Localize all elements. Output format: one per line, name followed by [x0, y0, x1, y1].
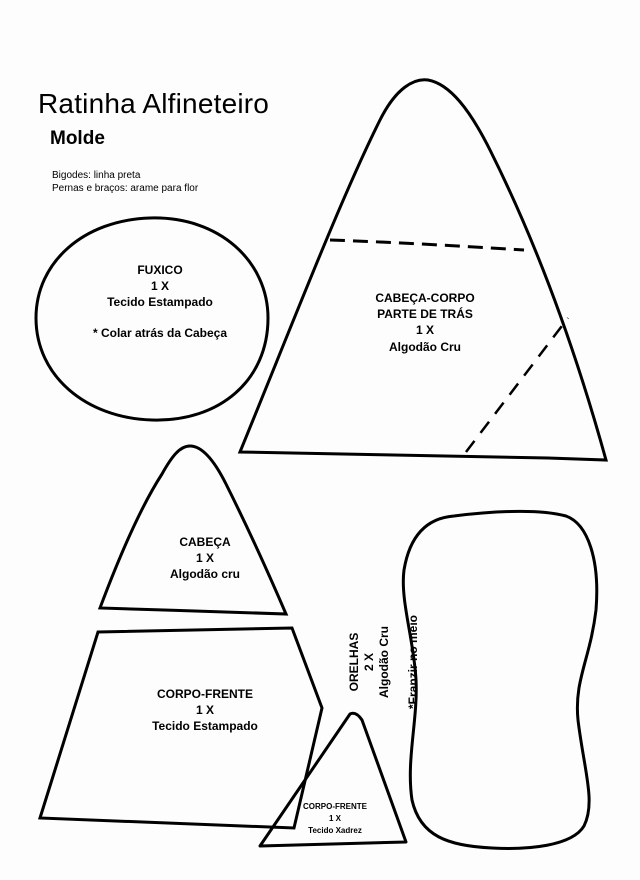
orelhas-outline — [401, 509, 599, 850]
corpo-frente-small-name: CORPO-FRENTE — [303, 802, 367, 811]
fuxico-circle-outline — [34, 216, 270, 422]
orelhas-name: ORELHAS — [347, 632, 361, 692]
cabeca-name: CABEÇA — [179, 535, 231, 549]
corpo-frente-small-label: CORPO-FRENTE 1 X Tecido Xadrez — [280, 801, 390, 837]
cabeca-corpo-dashed-fold — [465, 317, 569, 453]
corpo-frente-label: CORPO-FRENTE 1 X Tecido Estampado — [110, 686, 300, 735]
orelhas-label: ORELHAS 2 X Algodão Cru *Franzir no meio — [347, 562, 421, 762]
corpo-frente-small-outline — [258, 711, 408, 848]
corpo-frente-material: Tecido Estampado — [152, 719, 258, 734]
corpo-frente-name: CORPO-FRENTE — [157, 687, 253, 701]
note-legs-arms: Pernas e braços: arame para flor — [52, 183, 199, 194]
cabeca-corpo-outline — [237, 78, 608, 462]
page-subtitle: Molde — [50, 128, 105, 149]
orelhas-note: *Franzir no meio — [406, 615, 420, 710]
fuxico-note: * Colar atrás da Cabeça — [92, 325, 228, 340]
corpo-frente-small-qty: 1 X — [328, 814, 341, 823]
materials-notes: Bigodes: linha preta Pernas e braços: ar… — [52, 169, 198, 195]
cabeca-corpo-label: CABEÇA-CORPO PARTE DE TRÁS 1 X Algodão C… — [340, 290, 510, 355]
orelhas-material: Algodão Cru — [377, 626, 391, 698]
fuxico-name: FUXICO — [137, 263, 183, 277]
corpo-frente-outline — [37, 626, 324, 830]
cabeca-corpo-dashed-cut — [329, 238, 525, 252]
corpo-frente-qty: 1 X — [195, 703, 214, 718]
cabeca-qty: 1 X — [195, 551, 214, 566]
cabeca-material: Algodão cru — [169, 567, 240, 582]
cabeca-corpo-name2: PARTE DE TRÁS — [377, 307, 473, 322]
fuxico-material: Tecido Estampado — [107, 295, 213, 310]
fuxico-qty: 1 X — [150, 279, 169, 294]
cabeca-corpo-name: CABEÇA-CORPO — [375, 291, 475, 305]
cabeca-label: CABEÇA 1 X Algodão cru — [130, 534, 280, 583]
fuxico-label: FUXICO 1 X Tecido Estampado * Colar atrá… — [60, 262, 260, 341]
cabeca-outline — [97, 444, 289, 616]
corpo-frente-small-material: Tecido Xadrez — [308, 826, 362, 835]
cabeca-corpo-material: Algodão Cru — [389, 339, 461, 354]
orelhas-qty: 2 X — [362, 653, 376, 672]
note-whiskers: Bigodes: linha preta — [52, 170, 141, 181]
cabeca-corpo-qty: 1 X — [415, 323, 434, 338]
page-title: Ratinha Alfineteiro — [38, 88, 270, 119]
